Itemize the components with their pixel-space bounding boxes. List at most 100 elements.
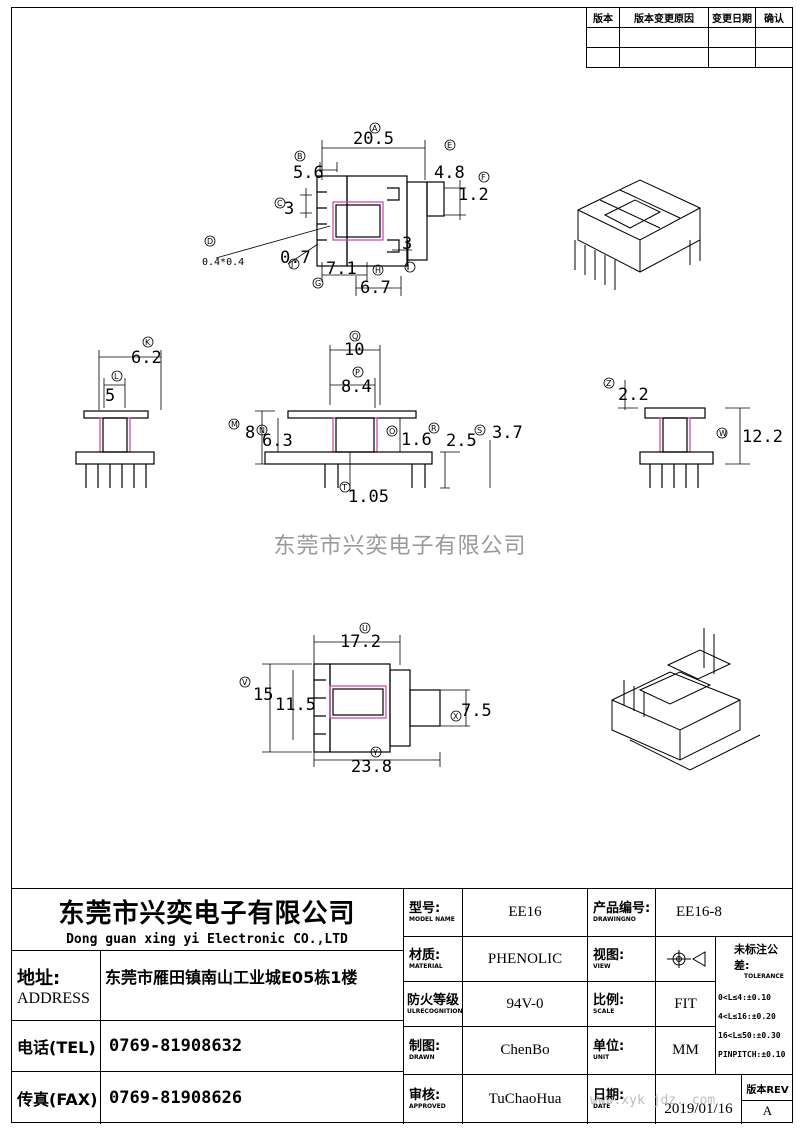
approved-value: TuChaoHua (463, 1075, 588, 1124)
revision-row (586, 47, 793, 68)
bubble-H-label: H (375, 266, 381, 275)
bubble-L-label: L (114, 372, 119, 381)
date-value: 2019/01/16 (656, 1075, 742, 1124)
tolerance-label-en: TOLERANCE (744, 973, 784, 980)
drawn-label: 制图:DRAWN (404, 1027, 463, 1075)
bubble-B-label: B (297, 152, 303, 161)
tolerance-line: 16<L≤50:±0.30 (718, 1031, 781, 1040)
date-label-cn: 日期: (593, 1088, 625, 1103)
tel-label: 电话(TEL) (11, 1020, 101, 1072)
drawn-label-en: DRAWN (409, 1054, 435, 1061)
address-label: 地址: ADDRESS (11, 950, 101, 1021)
approved-label-en: APPROVED (409, 1103, 446, 1110)
tolerance-label-cn: 未标注公差: (734, 943, 778, 972)
revision-header-row: 版本 版本变更原因 变更日期 确认 (586, 7, 793, 28)
fire-rating-label-cn: 防火等级 (407, 992, 460, 1008)
address-row: 地址: ADDRESS 东莞市雁田镇南山工业城E05栋1楼 (11, 950, 404, 1021)
material-label-en: MATERIAL (409, 962, 443, 970)
front-view: 10 8.4 8 6.3 1.6 2.5 3.7 1.05 Q P M N O … (228, 330, 523, 507)
dim-front-10: 10 (344, 340, 364, 360)
view-label-cn: 视图: (593, 947, 625, 963)
address-label-cn: 地址: (17, 967, 61, 989)
bubble-G-label: G (315, 279, 321, 288)
bubble-U-label: U (362, 624, 368, 633)
approved-label: 审核:APPROVED (404, 1075, 463, 1124)
dim-left-5: 5 (105, 386, 115, 406)
model-label: 型号:MODEL NAME (404, 889, 463, 937)
dim-top-1-2: 1.2 (458, 185, 489, 205)
unit-value: MM (656, 1027, 716, 1075)
dim-front-1-6: 1.6 (401, 430, 432, 450)
bubble-Q-label: Q (352, 332, 358, 341)
scale-label-cn: 比例: (593, 992, 625, 1008)
dim-front-8: 8 (245, 423, 255, 443)
dim-left-6-2: 6.2 (131, 348, 162, 368)
top-view-tab (426, 181, 445, 217)
bubble-I-label: I (407, 263, 409, 272)
top-view-window-inner (332, 201, 384, 241)
scale-label: 比例:SCALE (588, 982, 656, 1027)
bubble-A (369, 122, 381, 134)
bubble-F-label: F (481, 173, 486, 182)
drawing-no-value: EE16-8 (656, 889, 793, 937)
drawing-no-label-cn: 产品编号: (593, 901, 651, 916)
bottom-view: 17.2 15 11.5 7.5 23.8 U V X Y (239, 622, 492, 777)
revision-label: 版本REV (742, 1081, 793, 1101)
bubble-I (404, 261, 416, 273)
company-cell: 东莞市兴奕电子有限公司 Dong guan xing yi Electronic… (11, 889, 404, 951)
fax-row: 传真(FAX) 0769-81908626 (11, 1072, 404, 1124)
material-label-cn: 材质: (409, 947, 441, 963)
drawn-value: ChenBo (463, 1027, 588, 1075)
bubble-G (312, 277, 324, 289)
bubble-J (288, 258, 300, 270)
title-block: 东莞市兴奕电子有限公司 Dong guan xing yi Electronic… (11, 888, 793, 1124)
dim-bottom-7-5: 7.5 (461, 701, 492, 721)
bubble-M-label: M (231, 420, 238, 429)
bubble-V-label: V (242, 678, 248, 687)
unit-label-en: UNIT (593, 1054, 610, 1061)
company-name-cn: 东莞市兴奕电子有限公司 (58, 898, 356, 929)
tel-value: 0769-81908632 (109, 1036, 243, 1056)
top-view-notches (387, 187, 400, 253)
view-label: 视图:VIEW (588, 937, 656, 982)
approved-label-cn: 审核: (409, 1088, 441, 1103)
model-label-cn: 型号: (409, 901, 441, 916)
bubble-D-label: D (207, 237, 213, 246)
date-label: 日期:DATE (588, 1075, 656, 1124)
top-view-left-flange (316, 175, 348, 267)
top-view: 20.5 5.6 4.8 1.2 3 0.7 3 7.1 6.7 0.4*0.4… (202, 122, 490, 298)
dim-top-5-6: 5.6 (293, 163, 324, 183)
bubble-X-label: X (453, 712, 459, 721)
top-view-window (335, 204, 381, 238)
corner-watermark: www.xyk jdz. com (590, 1093, 716, 1108)
dim-bottom-11-5: 11.5 (275, 695, 316, 715)
bubble-H (372, 264, 384, 276)
revision-table: 版本 版本变更原因 变更日期 确认 (586, 7, 793, 68)
scale-value: FIT (656, 982, 716, 1027)
dim-bottom-15: 15 (253, 685, 273, 705)
material-value: PHENOLIC (463, 937, 588, 982)
scale-label-en: SCALE (593, 1007, 615, 1015)
drawing-no-label: 产品编号:DRAWINGNO (588, 889, 656, 937)
address-label-en: ADDRESS (17, 989, 90, 1007)
dim-front-6-3: 6.3 (262, 431, 293, 451)
fire-rating-label-en: ULRECOGNITION (407, 1007, 463, 1015)
bubble-E-label: E (447, 141, 452, 150)
fax-value: 0769-81908626 (109, 1088, 243, 1108)
isometric-view-top (574, 179, 701, 290)
dim-top-pin-size: 0.4*0.4 (202, 257, 244, 268)
bubble-T-label: T (341, 483, 347, 492)
bubble-S-label: S (477, 426, 482, 435)
revision-cell: 版本REV A (742, 1075, 793, 1124)
technical-drawing: 20.5 5.6 4.8 1.2 3 0.7 3 7.1 6.7 0.4*0.4… (75, 122, 783, 777)
tolerance-line: 4<L≤16:±0.20 (718, 1012, 776, 1021)
drawing-no-label-en: DRAWINGNO (593, 916, 636, 923)
bubble-C-label: C (277, 199, 283, 208)
dim-front-1-05: 1.05 (348, 487, 389, 507)
dim-right-2-2: 2.2 (618, 385, 649, 405)
tolerance-block: 未标注公差: TOLERANCE 0<L≤4:±0.10 4<L≤16:±0.2… (716, 937, 793, 1075)
watermark-company: 东莞市兴奕电子有限公司 (273, 534, 527, 559)
bubble-P-label: P (355, 368, 360, 377)
bubble-N-label: N (259, 426, 265, 435)
